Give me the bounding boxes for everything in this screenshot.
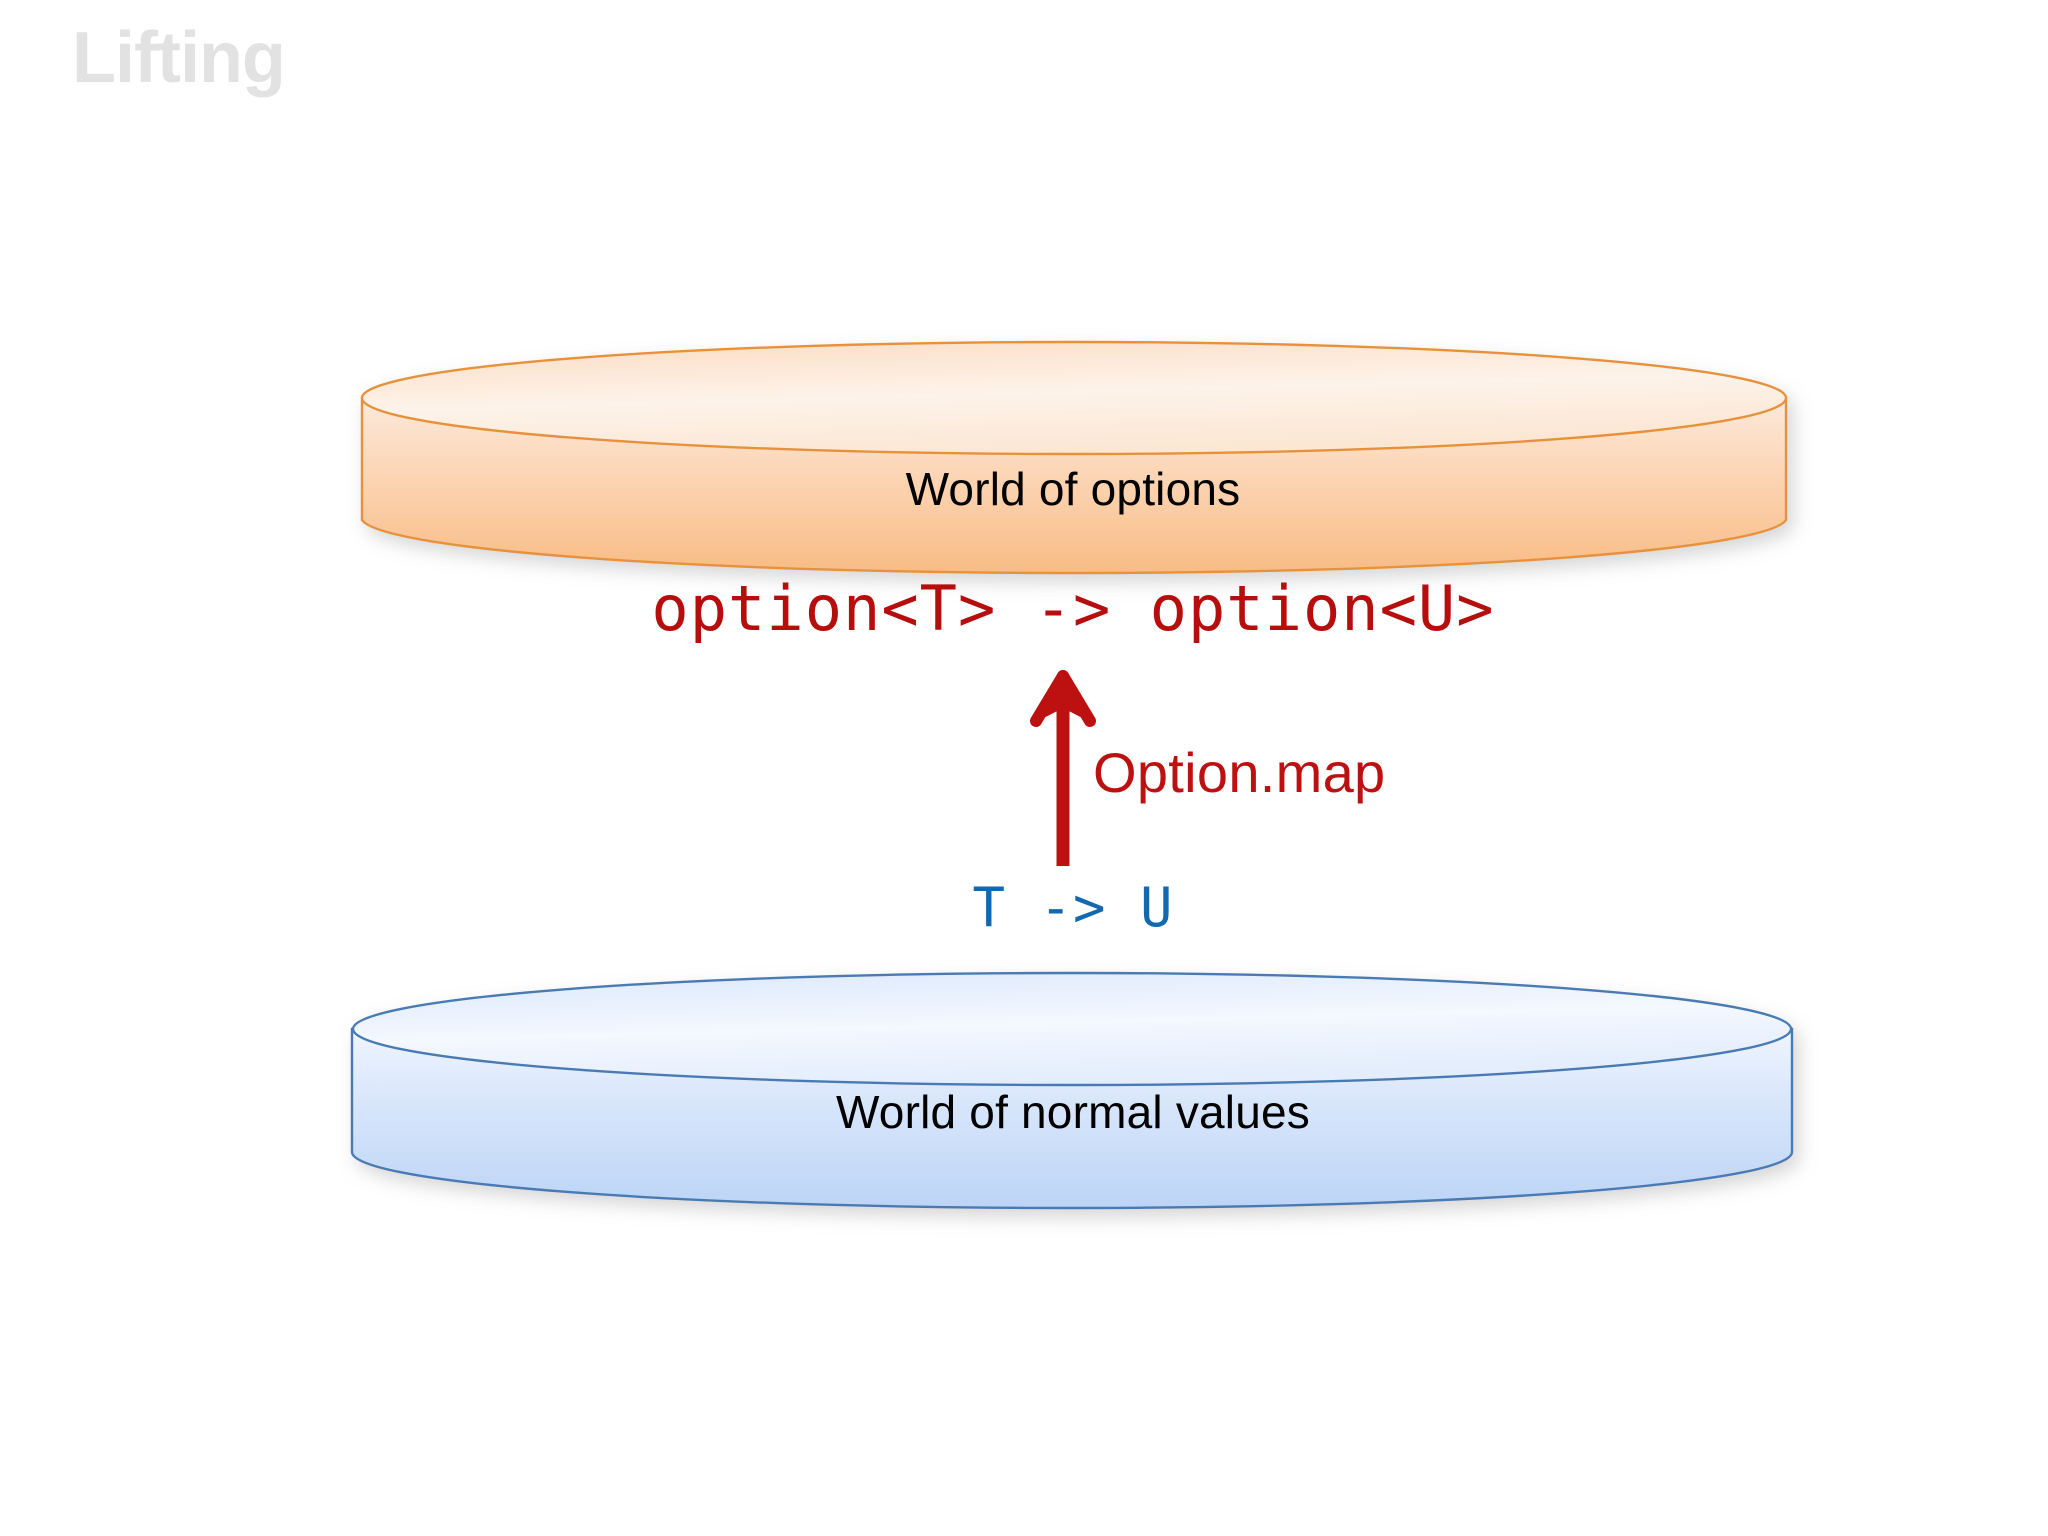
world-of-options-label: World of options bbox=[905, 463, 1241, 515]
lifted-function-signature: option<T> -> option<U> bbox=[651, 572, 1495, 645]
cylinder-top-cap bbox=[360, 340, 1788, 456]
lift-arrow-label: Option.map bbox=[1093, 741, 1386, 804]
cylinder-world-of-options bbox=[360, 340, 1788, 575]
cylinder-top-cap bbox=[351, 971, 1793, 1087]
cylinder-world-of-normal-values bbox=[350, 971, 1794, 1210]
base-function-signature: T -> U bbox=[972, 876, 1174, 939]
world-of-normal-values-label: World of normal values bbox=[836, 1086, 1310, 1138]
page-title: Lifting bbox=[72, 18, 286, 98]
lift-arrow-icon bbox=[1030, 670, 1096, 866]
